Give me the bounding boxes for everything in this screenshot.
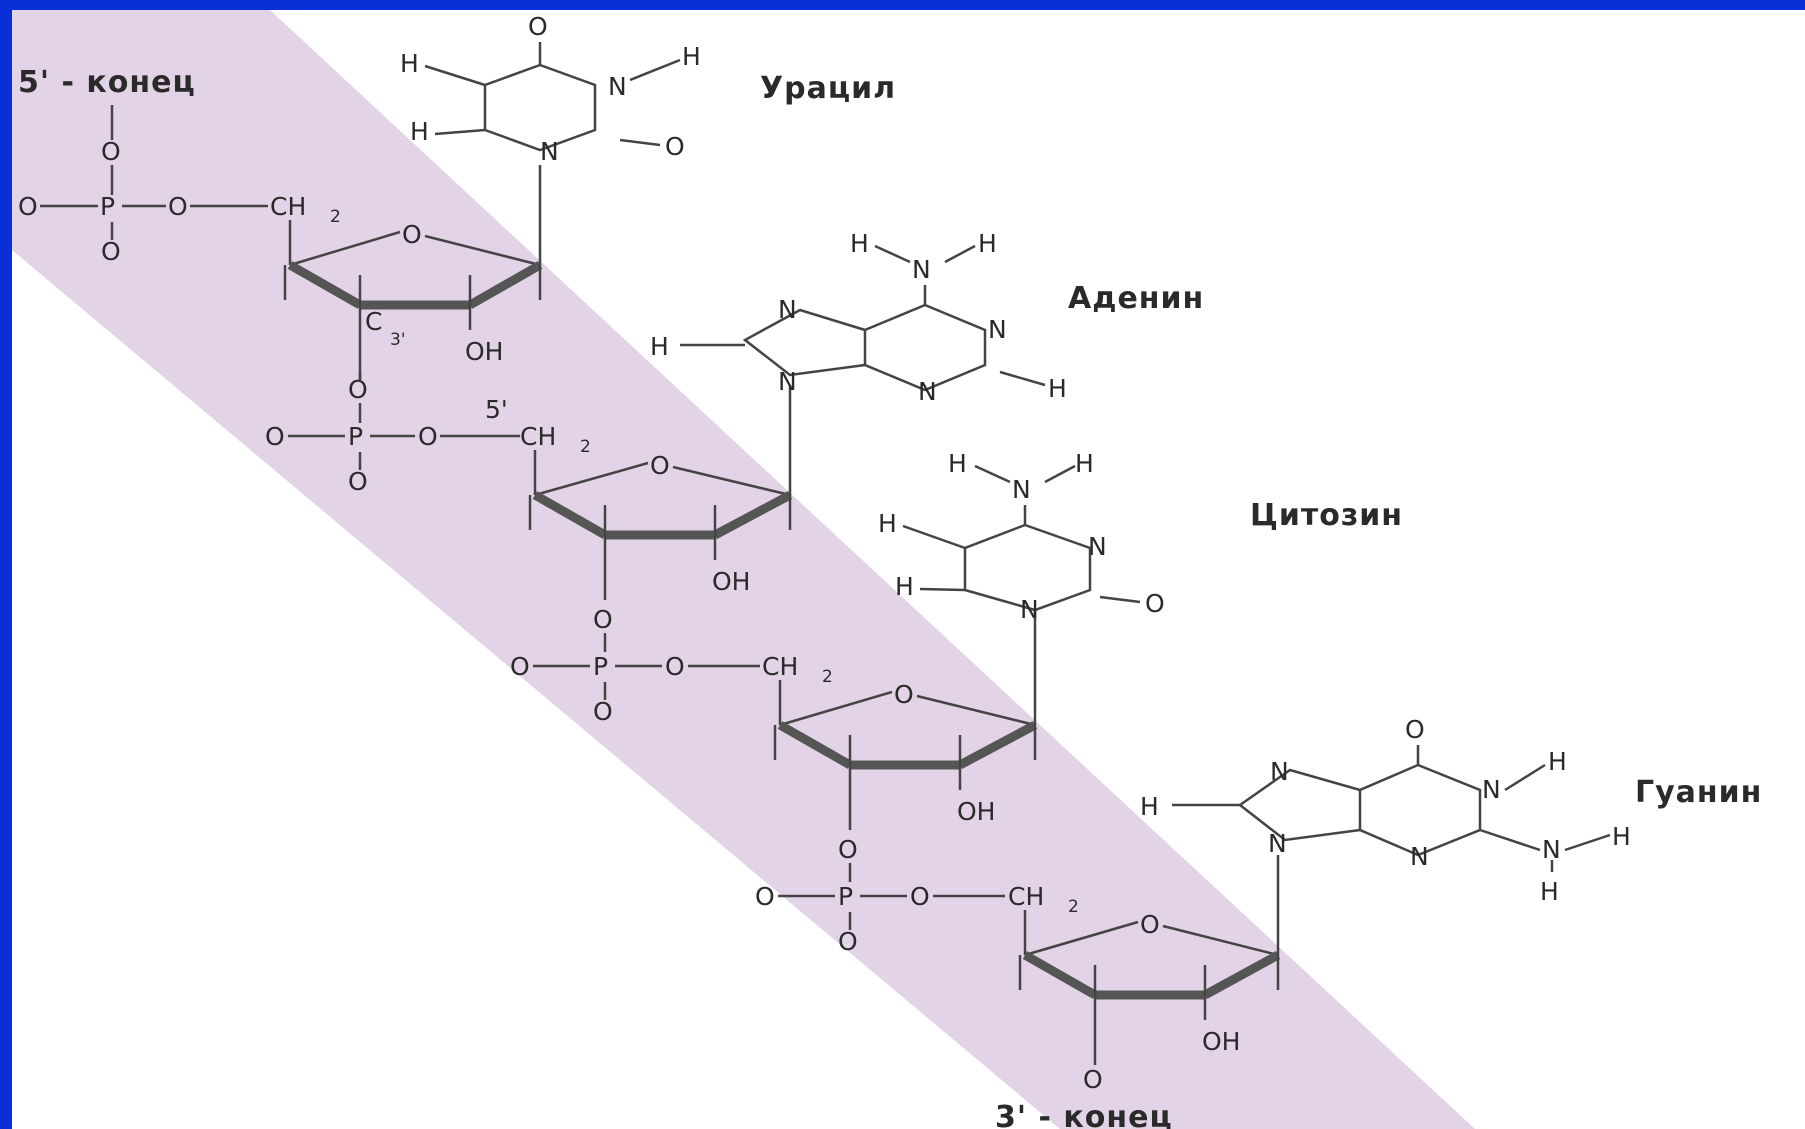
phosphate-group-1: O O P O O <box>18 105 268 266</box>
atom-label: H <box>400 49 419 78</box>
backbone-highlight-band <box>12 10 1475 1129</box>
base-label-adenine: Аденин <box>1068 281 1204 316</box>
guanine-base: O N H N N H H N N H <box>1140 715 1631 906</box>
phosphate-group-3: O O P O O <box>510 605 760 726</box>
atom-label: O <box>910 882 930 911</box>
atom-label: H <box>895 572 914 601</box>
atom-label: OH <box>465 337 503 366</box>
atom-label: P <box>348 422 363 451</box>
atom-label: O <box>665 132 685 161</box>
ribose-ring-2: CH 2 O OH <box>520 385 793 600</box>
atom-label: H <box>682 42 701 71</box>
atom-label: H <box>948 449 967 478</box>
atom-label: O <box>1145 589 1165 618</box>
atom-label: O <box>1083 1065 1103 1094</box>
atom-label: N <box>1482 775 1501 804</box>
atom-label: O <box>838 927 858 956</box>
atom-label: O <box>402 220 422 249</box>
atom-label: O <box>665 652 685 681</box>
atom-label: H <box>1140 792 1159 821</box>
atom-label: P <box>593 652 608 681</box>
atom-label: OH <box>1202 1027 1240 1056</box>
atom-label: N <box>912 255 931 284</box>
atom-label: O <box>101 237 121 266</box>
atom-label: O <box>593 605 613 634</box>
atom-label: OH <box>712 567 750 596</box>
atom-label: O <box>528 12 548 41</box>
atom-label: O <box>755 882 775 911</box>
atom-label: N <box>1270 757 1289 786</box>
atom-label: O <box>101 137 121 166</box>
cytosine-base: H H N N N O H H <box>878 449 1165 624</box>
atom-label: CH <box>270 192 306 221</box>
atom-label: 2 <box>580 437 591 457</box>
atom-label: 2 <box>1068 897 1079 917</box>
ribose-ring-4: CH 2 O OH O <box>1008 855 1281 1094</box>
atom-label: O <box>894 680 914 709</box>
atom-label: N <box>988 315 1007 344</box>
atom-label: N <box>1020 595 1039 624</box>
atom-label: H <box>1548 747 1567 776</box>
atom-label: N <box>540 137 559 166</box>
atom-label: N <box>1012 475 1031 504</box>
atom-label: O <box>265 422 285 451</box>
atom-label: N <box>1542 835 1561 864</box>
atom-label: O <box>593 697 613 726</box>
base-label-uracil: Урацил <box>760 71 896 106</box>
atom-label: N <box>918 377 937 406</box>
atom-label: O <box>1140 910 1160 939</box>
atom-label: N <box>1088 532 1107 561</box>
atom-label: N <box>1268 829 1287 858</box>
atom-label: OH <box>957 797 995 826</box>
atom-label: N <box>608 72 627 101</box>
atom-label: 2 <box>822 667 833 687</box>
atom-label: H <box>878 509 897 538</box>
atom-label: H <box>1612 822 1631 851</box>
atom-label: N <box>778 367 797 396</box>
phosphate-group-2: O O P O O 5' <box>265 372 520 496</box>
atom-label: 3' <box>390 330 406 350</box>
atom-label: O <box>510 652 530 681</box>
base-label-cytosine: Цитозин <box>1250 498 1403 533</box>
atom-label: O <box>348 467 368 496</box>
atom-label: O <box>18 192 38 221</box>
five-prime-end-label: 5' - конец <box>18 65 196 100</box>
rna-strand-diagram: 5' - конец 3' - конец Урацил Аденин Цито… <box>12 10 1762 1129</box>
ribose-ring-1: CH 2 O C 3' OH <box>270 165 543 380</box>
three-prime-end-label: 3' - конец <box>995 1100 1173 1129</box>
atom-label: H <box>1075 449 1094 478</box>
atom-label: 2 <box>330 207 341 227</box>
atom-label: C <box>365 307 382 336</box>
atom-label: CH <box>1008 882 1044 911</box>
rna-diagram-slide: 5' - конец 3' - конец Урацил Аденин Цито… <box>12 10 1805 1129</box>
atom-label: O <box>650 451 670 480</box>
atom-label: N <box>778 295 797 324</box>
atom-label: H <box>410 117 429 146</box>
adenine-base: H H N N N H N N H <box>650 229 1067 406</box>
atom-label: O <box>838 835 858 864</box>
atom-label: H <box>978 229 997 258</box>
atom-label: CH <box>762 652 798 681</box>
atom-label: O <box>418 422 438 451</box>
atom-label: H <box>850 229 869 258</box>
atom-label: O <box>168 192 188 221</box>
uracil-base: O N H N O H H <box>400 12 701 166</box>
atom-label: CH <box>520 422 556 451</box>
atom-label: H <box>650 332 669 361</box>
atom-label: H <box>1540 877 1559 906</box>
atom-label: O <box>348 375 368 404</box>
atom-label: N <box>1410 842 1429 871</box>
atom-label: 5' <box>485 395 508 424</box>
atom-label: P <box>100 192 115 221</box>
phosphate-group-4: O O P O O <box>755 835 1005 956</box>
atom-label: P <box>838 882 853 911</box>
base-label-guanine: Гуанин <box>1635 775 1762 810</box>
atom-label: H <box>1048 374 1067 403</box>
atom-label: O <box>1405 715 1425 744</box>
ribose-ring-3: CH 2 O OH <box>762 610 1038 830</box>
